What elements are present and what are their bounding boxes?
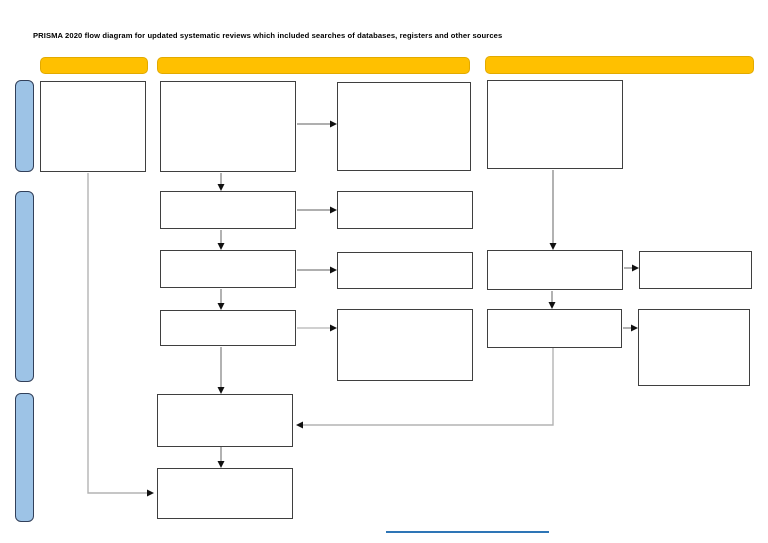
arrow-identified-to-screened xyxy=(217,173,225,191)
box-records-identified xyxy=(160,81,296,172)
stage-bar-included xyxy=(15,393,34,522)
arrow-other-sought-to-not-retrieved xyxy=(624,264,639,272)
box-reports-sought xyxy=(160,250,296,288)
arrow-records-identified-to-removed xyxy=(297,120,337,128)
box-reports-excluded xyxy=(337,309,473,381)
arrow-reports-assessed-to-excluded xyxy=(297,324,337,332)
arrow-other-sought-to-assessed xyxy=(548,291,556,309)
arrow-screened-to-sought xyxy=(217,230,225,250)
arrow-reports-sought-to-not-retrieved xyxy=(297,266,337,274)
stage-bar-identification xyxy=(15,80,34,172)
box-reports-assessed xyxy=(160,310,296,346)
cutoff-bottom-box-edge xyxy=(386,531,549,533)
stage-bar-screening xyxy=(15,191,34,382)
box-new-studies-included xyxy=(157,394,293,447)
box-total-studies-included xyxy=(157,468,293,519)
arrow-other-assessed-to-excluded xyxy=(623,324,638,332)
elbow-previous-studies-to-total-included xyxy=(87,173,154,497)
box-reports-not-retrieved xyxy=(337,252,473,289)
diagram-title: PRISMA 2020 flow diagram for updated sys… xyxy=(33,31,503,40)
box-reports-excluded-other xyxy=(638,309,750,386)
arrow-assessed-to-included xyxy=(217,347,225,394)
box-previous-studies xyxy=(40,81,146,172)
arrow-records-screened-to-excluded xyxy=(297,206,337,214)
header-bar-previous-studies xyxy=(40,57,148,74)
box-records-screened xyxy=(160,191,296,229)
header-bar-databases-registers xyxy=(157,57,470,74)
box-records-identified-other xyxy=(487,80,623,169)
box-reports-not-retrieved-other xyxy=(639,251,752,289)
box-reports-sought-other xyxy=(487,250,623,290)
box-records-removed xyxy=(337,82,471,171)
arrow-new-included-to-total-included xyxy=(217,447,225,468)
header-bar-other-methods xyxy=(485,56,754,74)
box-records-excluded xyxy=(337,191,473,229)
arrow-other-identified-to-sought xyxy=(549,170,557,250)
box-reports-assessed-other xyxy=(487,309,622,348)
arrow-sought-to-assessed xyxy=(217,289,225,310)
